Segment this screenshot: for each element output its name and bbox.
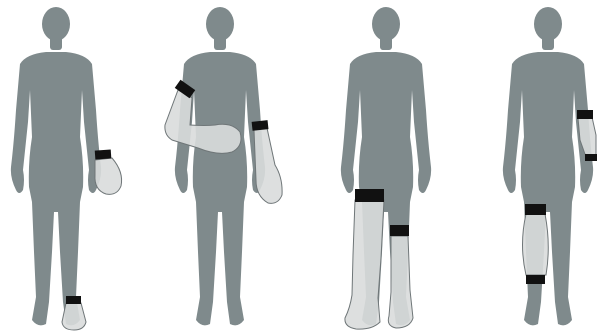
cover-band — [525, 204, 546, 215]
cover-band — [526, 275, 545, 284]
cover-band — [585, 154, 597, 161]
body-silhouette — [503, 7, 593, 325]
cover-band — [252, 120, 269, 131]
left-lower-leg-cover — [523, 204, 549, 284]
left-lower-leg-cover — [388, 225, 413, 328]
cover-band — [577, 110, 593, 119]
right-leg-cover — [345, 189, 384, 329]
cover-band — [355, 189, 384, 202]
body-silhouette — [11, 7, 101, 325]
body-silhouette — [175, 7, 265, 325]
figure-3 — [341, 7, 431, 329]
cover-band — [66, 296, 81, 304]
left-hand-cover — [95, 149, 122, 194]
figure-4 — [503, 7, 597, 325]
cover-band — [95, 149, 112, 159]
cover-band — [390, 225, 409, 236]
figure-2 — [165, 7, 282, 325]
figure-1 — [11, 7, 122, 330]
